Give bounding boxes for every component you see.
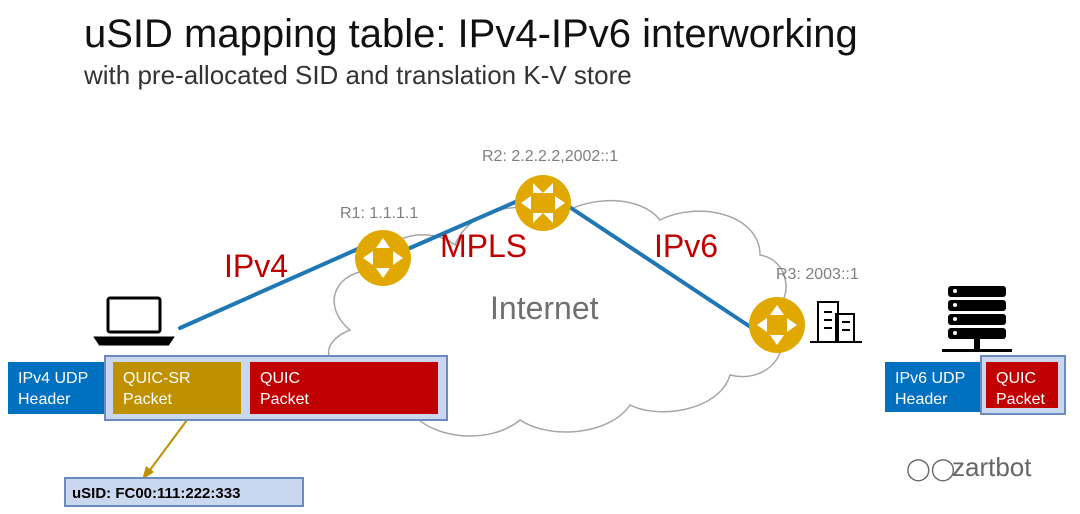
usid-arrow xyxy=(142,415,191,480)
laptop-icon xyxy=(93,296,175,346)
ipv4-header-line2: Header xyxy=(18,391,71,408)
mpls-link-label: MPLS xyxy=(440,228,528,264)
ipv6-header-line2: Header xyxy=(895,391,948,408)
usid-value-box: uSID: FC00:111:222:333 xyxy=(64,477,304,507)
ipv4-link xyxy=(178,246,362,330)
ipv6-link xyxy=(566,204,754,330)
ipv6-udp-header: IPv6 UDP Header xyxy=(885,362,980,412)
quic-left-line1: QUIC xyxy=(260,370,300,387)
quic-right-line1: QUIC xyxy=(996,370,1036,387)
quic-sr-packet: QUIC-SR Packet xyxy=(113,362,241,414)
router-r2-label: R2: 2.2.2.2,2002::1 xyxy=(482,148,619,165)
router-icon xyxy=(355,230,411,286)
watermark: ◯◯zartbot xyxy=(906,452,1032,483)
quic-right-line2: Packet xyxy=(996,391,1045,408)
link-lines xyxy=(178,198,754,330)
server-icon xyxy=(942,286,1012,352)
ipv6-header-line1: IPv6 UDP xyxy=(895,370,966,387)
quic-packet-left: QUIC Packet xyxy=(250,362,438,414)
page-subtitle: with pre-allocated SID and translation K… xyxy=(84,60,632,90)
quic-sr-line2: Packet xyxy=(123,391,172,408)
quic-packet-right: QUIC Packet xyxy=(986,362,1058,408)
watermark-text: zartbot xyxy=(952,452,1032,482)
mpls-link xyxy=(408,198,522,250)
ipv4-link-label: IPv4 xyxy=(224,248,289,284)
internet-label: Internet xyxy=(490,290,599,326)
ipv4-udp-header: IPv4 UDP Header xyxy=(8,362,104,414)
router-icon xyxy=(749,297,805,353)
router-r1-label: R1: 1.1.1.1 xyxy=(340,205,419,222)
quic-left-line2: Packet xyxy=(260,391,309,408)
page-title: uSID mapping table: IPv4-IPv6 interworki… xyxy=(84,12,858,56)
wechat-icon: ◯◯ xyxy=(906,456,956,481)
building-icon xyxy=(810,301,862,343)
quic-sr-line1: QUIC-SR xyxy=(123,370,191,387)
ipv4-header-line1: IPv4 UDP xyxy=(18,370,89,387)
router-icon xyxy=(515,175,571,231)
ipv6-link-label: IPv6 xyxy=(654,228,719,264)
router-r3-label: R3: 2003::1 xyxy=(776,266,859,283)
